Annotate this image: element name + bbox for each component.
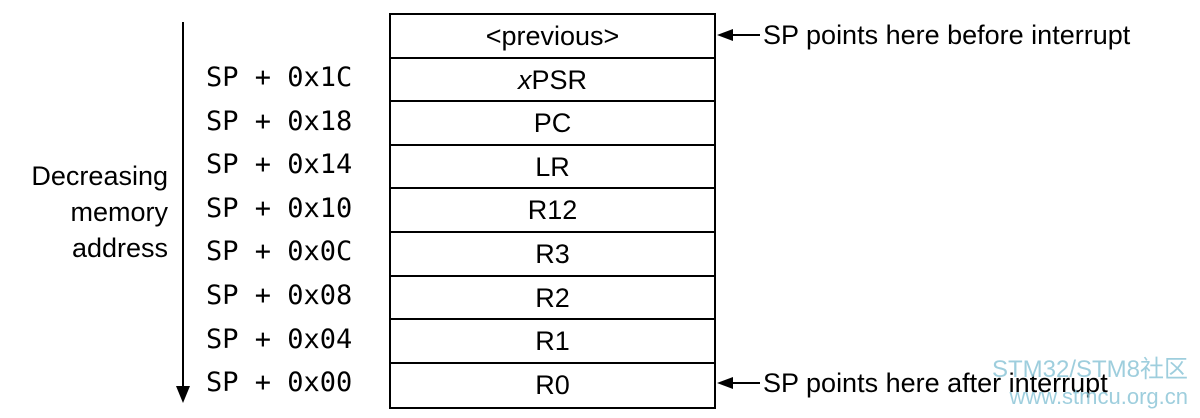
stack-cell-r1: R1 bbox=[391, 320, 714, 364]
watermark-line-1: STM32/STM8社区 bbox=[991, 356, 1188, 383]
xpsr-prefix: x bbox=[517, 64, 532, 95]
offset-label: SP + 0x10 bbox=[206, 192, 353, 224]
xpsr-label: PSR bbox=[531, 64, 588, 95]
decreasing-memory-address-label: Decreasing memory address bbox=[0, 158, 168, 266]
offset-label: SP + 0x0C bbox=[206, 236, 353, 268]
stack-cell-previous: <previous> bbox=[391, 15, 714, 59]
stack-cell-r3: R3 bbox=[391, 233, 714, 277]
stack-frame-table: <previous> xPSR PC LR R12 R3 R2 R1 R0 bbox=[389, 13, 716, 410]
offset-label: SP + 0x04 bbox=[206, 323, 353, 355]
stack-cell-r0: R0 bbox=[535, 369, 570, 400]
stack-cell-pc: PC bbox=[391, 102, 714, 146]
stack-cell-lr: LR bbox=[391, 146, 714, 190]
sp-after-interrupt-label: SP points here after interrupt bbox=[763, 368, 1108, 398]
sp-after-arrowhead bbox=[717, 377, 733, 389]
site-watermark: STM32/STM8社区 www.stmcu.org.cn bbox=[992, 356, 1188, 410]
watermark-line-2: www.stmcu.org.cn bbox=[1009, 384, 1189, 409]
stack-cell-r2: R2 bbox=[391, 277, 714, 321]
offset-label: SP + 0x00 bbox=[206, 367, 353, 399]
stack-cell-r12: R12 bbox=[391, 189, 714, 233]
stack-cell-xpsr: xPSR bbox=[391, 59, 714, 103]
side-label-line-2: memory bbox=[70, 197, 168, 227]
offset-label: SP + 0x08 bbox=[206, 279, 353, 311]
decreasing-address-arrowhead bbox=[176, 386, 190, 403]
offset-label: SP + 0x14 bbox=[206, 149, 353, 181]
side-label-line-3: address bbox=[71, 233, 168, 263]
offset-label: SP + 0x1C bbox=[206, 62, 353, 93]
offset-column: SP + 0x1C SP + 0x18 SP + 0x14 SP + 0x10 … bbox=[206, 56, 386, 405]
side-label-line-1: Decreasing bbox=[31, 161, 168, 191]
offset-label: SP + 0x18 bbox=[206, 105, 353, 137]
sp-before-arrowhead bbox=[717, 29, 733, 41]
sp-before-interrupt-label: SP points here before interrupt bbox=[763, 20, 1131, 50]
